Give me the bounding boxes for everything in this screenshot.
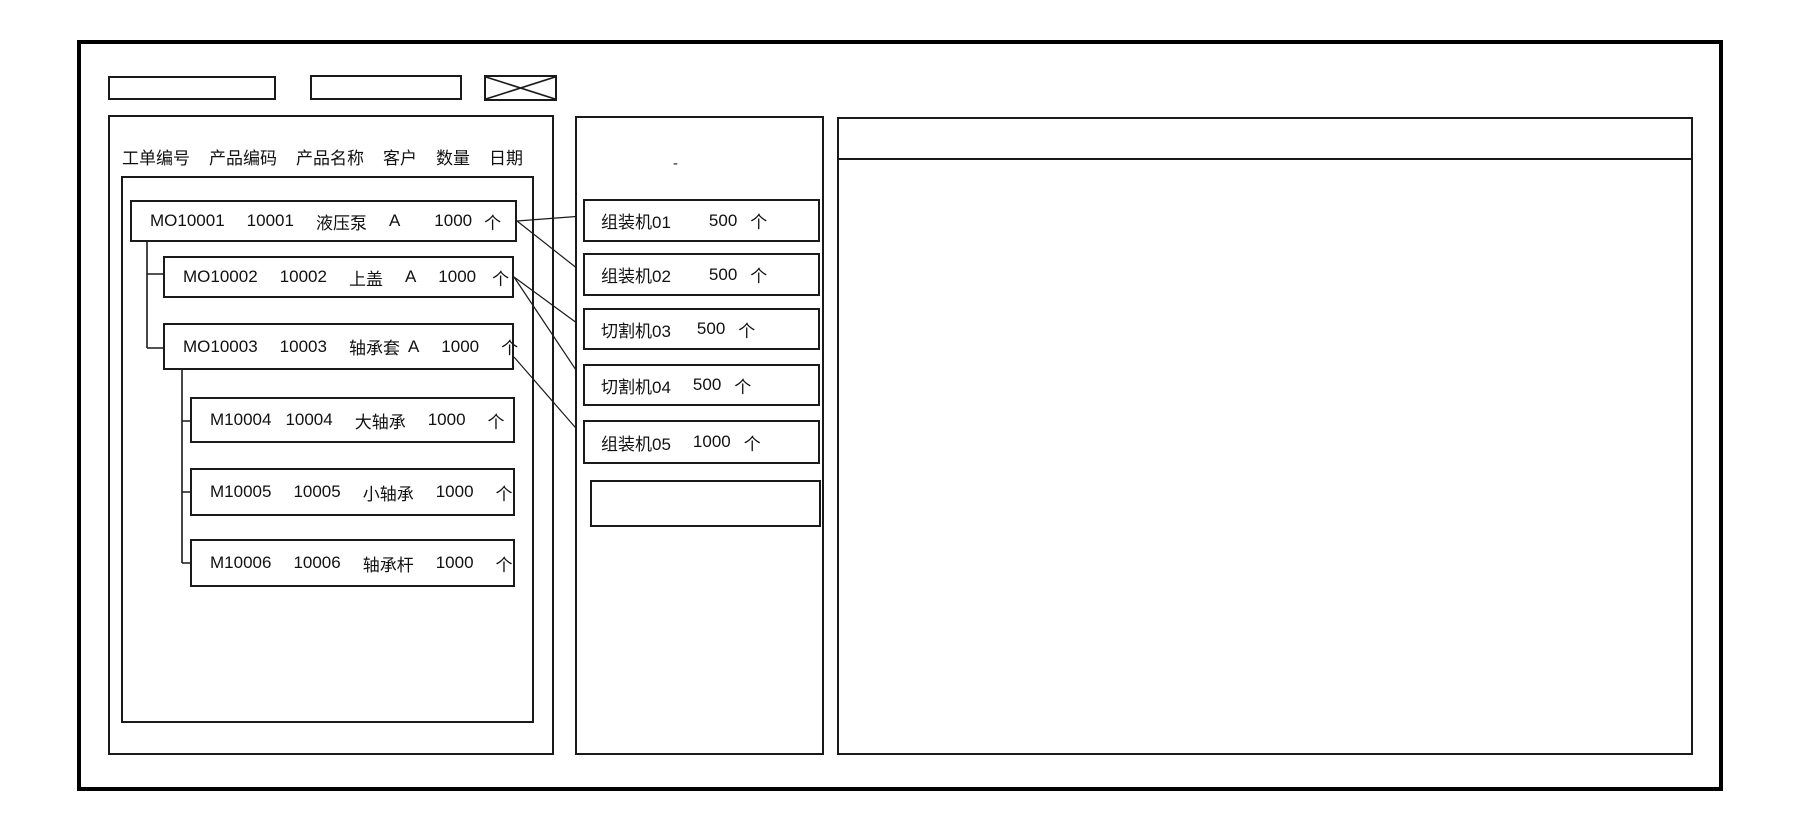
order-no: MO10001 xyxy=(150,211,225,230)
product-code: 10004 xyxy=(285,410,333,429)
order-node-mo10001[interactable]: MO10001 10001 液压泵 A 1000 个 xyxy=(130,200,517,242)
machine-qty: 500 xyxy=(708,264,738,284)
column-header-order-no: 工单编号 xyxy=(122,148,190,168)
order-no: M10004 xyxy=(210,410,272,429)
machine-name: 组装机01 xyxy=(601,213,671,232)
product-code: 10001 xyxy=(246,211,294,230)
machine-qty: 500 xyxy=(696,319,726,338)
order-node-m10005[interactable]: M10005 10005 小轴承 1000 个 xyxy=(190,468,515,516)
customer: A xyxy=(388,211,401,230)
order-no: MO10003 xyxy=(183,336,258,356)
unit: 个 xyxy=(492,269,510,289)
order-node-mo10003[interactable]: MO10003 10003 轴承套 A 1000 个 xyxy=(163,323,518,370)
order-no: M10006 xyxy=(210,553,272,572)
machine-slot-03[interactable]: 切割机03 500 个 xyxy=(583,308,820,350)
product-name: 上盖 xyxy=(348,269,383,289)
order-node-m10004[interactable]: M10004 10004 大轴承 1000 个 xyxy=(190,397,515,443)
order-node-m10006[interactable]: M10006 10006 轴承杆 1000 个 xyxy=(190,539,515,587)
machine-slot-02[interactable]: 组装机02 500 个 xyxy=(583,253,820,296)
column-header-date: 日期 xyxy=(489,148,523,168)
machine-qty: 500 xyxy=(708,210,738,230)
machine-unit: 个 xyxy=(738,321,756,341)
column-header-customer: 客户 xyxy=(383,148,417,168)
column-header-product-code: 产品编码 xyxy=(209,148,277,168)
machine-slot-05[interactable]: 组装机05 1000 个 xyxy=(583,420,820,464)
machine-slot-01[interactable]: 组装机01 500 个 xyxy=(583,199,820,242)
product-code: 10003 xyxy=(279,336,327,356)
machine-unit: 个 xyxy=(734,377,752,397)
stray-dash-mark: - xyxy=(673,155,678,172)
machine-slot-empty[interactable] xyxy=(590,480,821,527)
x-cross-icon xyxy=(486,77,555,99)
customer: A xyxy=(404,267,417,286)
machine-qty: 1000 xyxy=(692,432,731,451)
machine-name: 切割机04 xyxy=(601,377,671,397)
order-node-mo10002[interactable]: MO10002 10002 上盖 A 1000 个 xyxy=(163,256,514,298)
machine-slot-04[interactable]: 切割机04 500 个 xyxy=(583,364,820,406)
detail-panel-header xyxy=(839,119,1691,160)
product-code: 10006 xyxy=(293,553,341,572)
product-name: 轴承套 xyxy=(348,339,400,358)
quantity: 1000 xyxy=(427,410,466,429)
product-code: 10002 xyxy=(279,267,327,286)
quantity: 1000 xyxy=(441,336,480,356)
machine-name: 切割机03 xyxy=(601,321,671,341)
product-code: 10005 xyxy=(293,482,341,501)
column-header-product-name: 产品名称 xyxy=(296,148,364,168)
machine-name: 组装机05 xyxy=(601,434,671,454)
window-frame xyxy=(77,40,1723,791)
unit: 个 xyxy=(501,339,519,358)
machine-qty: 500 xyxy=(692,375,722,394)
machine-unit: 个 xyxy=(743,434,761,454)
unit: 个 xyxy=(484,213,502,233)
product-name: 轴承杆 xyxy=(362,555,414,575)
column-header-row: 工单编号 产品编码 产品名称 客户 数量 日期 xyxy=(122,145,523,168)
order-no: M10005 xyxy=(210,482,272,501)
quantity: 1000 xyxy=(434,211,473,230)
machine-unit: 个 xyxy=(750,213,768,232)
column-header-quantity: 数量 xyxy=(436,148,470,168)
toolbar-field-1[interactable] xyxy=(108,76,276,100)
product-name: 小轴承 xyxy=(362,484,414,504)
unit: 个 xyxy=(487,412,505,432)
toolbar-field-2[interactable] xyxy=(310,75,462,100)
product-name: 液压泵 xyxy=(315,213,367,233)
quantity: 1000 xyxy=(435,482,474,501)
machine-name: 组装机02 xyxy=(601,267,671,286)
order-no: MO10002 xyxy=(183,267,258,286)
image-placeholder-icon[interactable] xyxy=(484,75,557,101)
customer: A xyxy=(407,336,420,356)
machine-unit: 个 xyxy=(750,267,768,286)
unit: 个 xyxy=(495,484,513,504)
quantity: 1000 xyxy=(438,267,477,286)
detail-panel xyxy=(837,117,1693,755)
unit: 个 xyxy=(495,555,513,575)
quantity: 1000 xyxy=(435,553,474,572)
product-name: 大轴承 xyxy=(354,412,406,432)
